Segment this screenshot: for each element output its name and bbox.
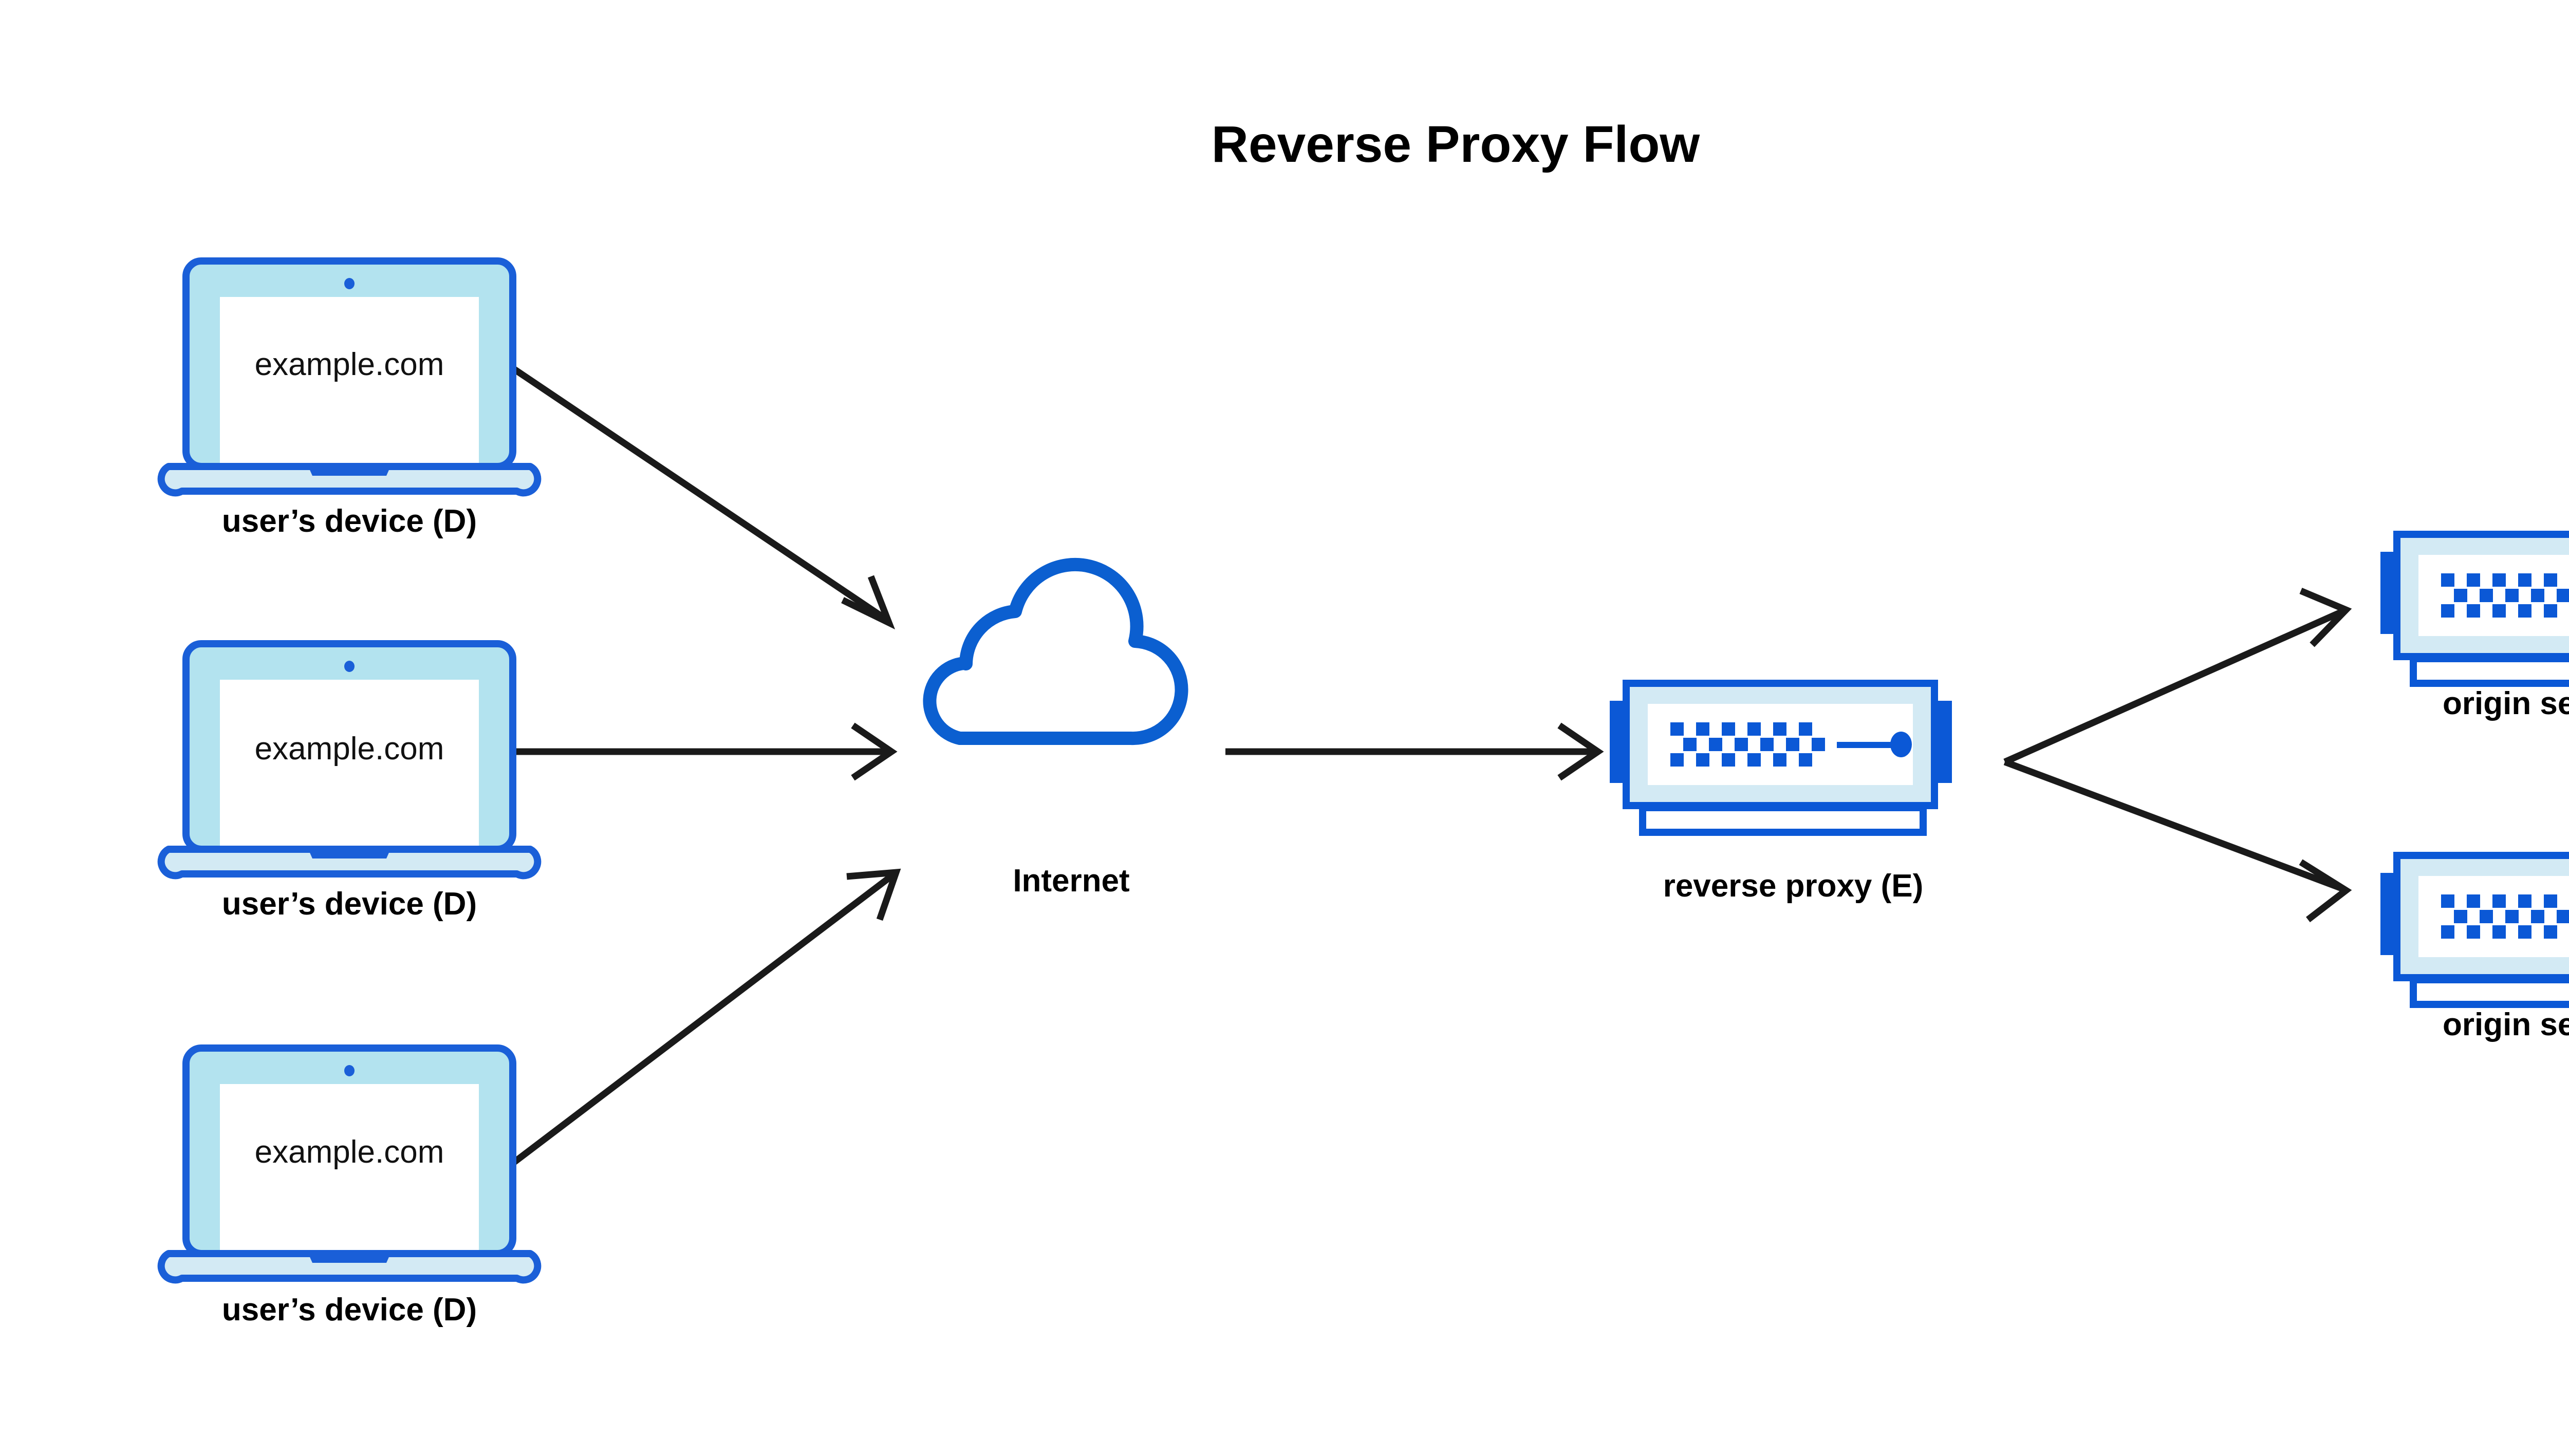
node-client-top[interactable]: example.com user’s device (D) (161, 261, 538, 539)
origin-top-label: origin server (F) (2443, 686, 2569, 721)
page-title: Reverse Proxy Flow (1212, 116, 1700, 173)
node-origin-bottom[interactable]: origin server (F) (2380, 855, 2569, 1042)
node-internet[interactable]: Internet (929, 565, 1181, 899)
client-top-label: user’s device (D) (222, 503, 477, 539)
arrow-client-top-to-internet (504, 361, 896, 630)
node-client-bottom[interactable]: example.com user’s device (D) (161, 1048, 538, 1328)
arrow-client-middle-to-internet (506, 722, 898, 781)
arrow-internet-to-proxy (1225, 722, 1604, 781)
server-icon (2380, 534, 2569, 683)
node-reverse-proxy[interactable]: reverse proxy (E) (1610, 683, 1952, 904)
internet-label: Internet (1013, 863, 1129, 899)
reverse-proxy-label: reverse proxy (E) (1663, 868, 1924, 904)
flow-arrows (504, 361, 2352, 1171)
origin-bottom-label: origin server (F) (2443, 1007, 2569, 1042)
client-bottom-label: user’s device (D) (222, 1292, 477, 1328)
node-origin-top[interactable]: origin server (F) (2380, 534, 2569, 721)
client-screen-text: example.com (255, 731, 444, 767)
arrow-proxy-to-origin-top (2003, 588, 2352, 765)
server-icon (1610, 683, 1952, 832)
cloud-icon (929, 565, 1181, 738)
arrow-client-bottom-to-internet (504, 868, 901, 1171)
server-icon (2380, 855, 2569, 1004)
node-client-middle[interactable]: example.com user’s device (D) (161, 644, 538, 922)
client-screen-text: example.com (255, 1134, 444, 1170)
client-screen-text: example.com (255, 347, 444, 382)
arrow-proxy-to-origin-bottom (2003, 758, 2352, 923)
client-middle-label: user’s device (D) (222, 886, 477, 922)
